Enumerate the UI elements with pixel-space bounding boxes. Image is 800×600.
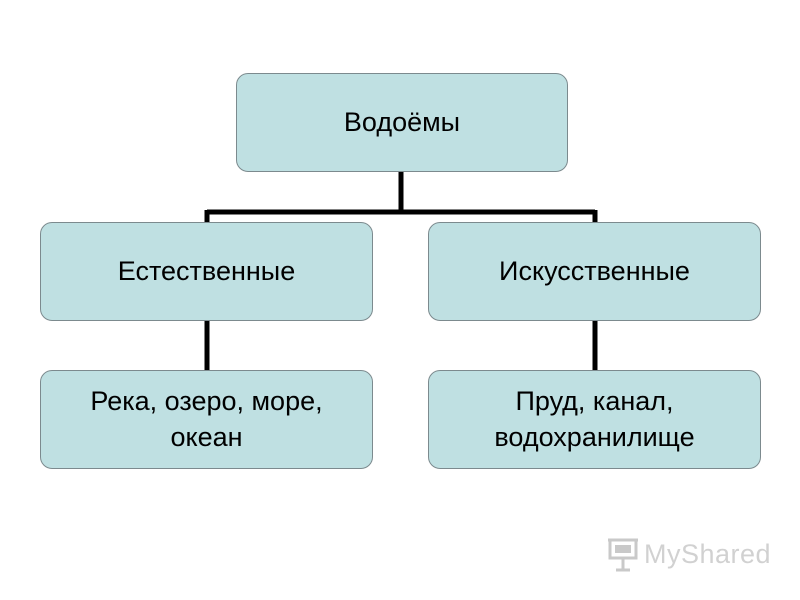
category-natural-node: Естественные [40, 222, 373, 321]
category-artificial-node: Искусственные [428, 222, 761, 321]
artificial-examples-node: Пруд, канал, водохранилище [428, 370, 761, 469]
category-artificial-label: Искусственные [499, 255, 690, 286]
watermark-text: MyShared [644, 538, 772, 569]
category-natural-label: Естественные [117, 255, 296, 286]
natural-examples-label: Река, озеро, море, океан [90, 386, 323, 452]
natural-examples-node: Река, озеро, море, океан [40, 370, 373, 469]
root-node: Водоёмы [236, 73, 568, 172]
artificial-examples-label: Пруд, канал, водохранилище [494, 386, 695, 452]
presentation-board-icon [608, 538, 638, 572]
watermark: MyShared [606, 536, 771, 572]
root-node-label: Водоёмы [343, 106, 461, 137]
